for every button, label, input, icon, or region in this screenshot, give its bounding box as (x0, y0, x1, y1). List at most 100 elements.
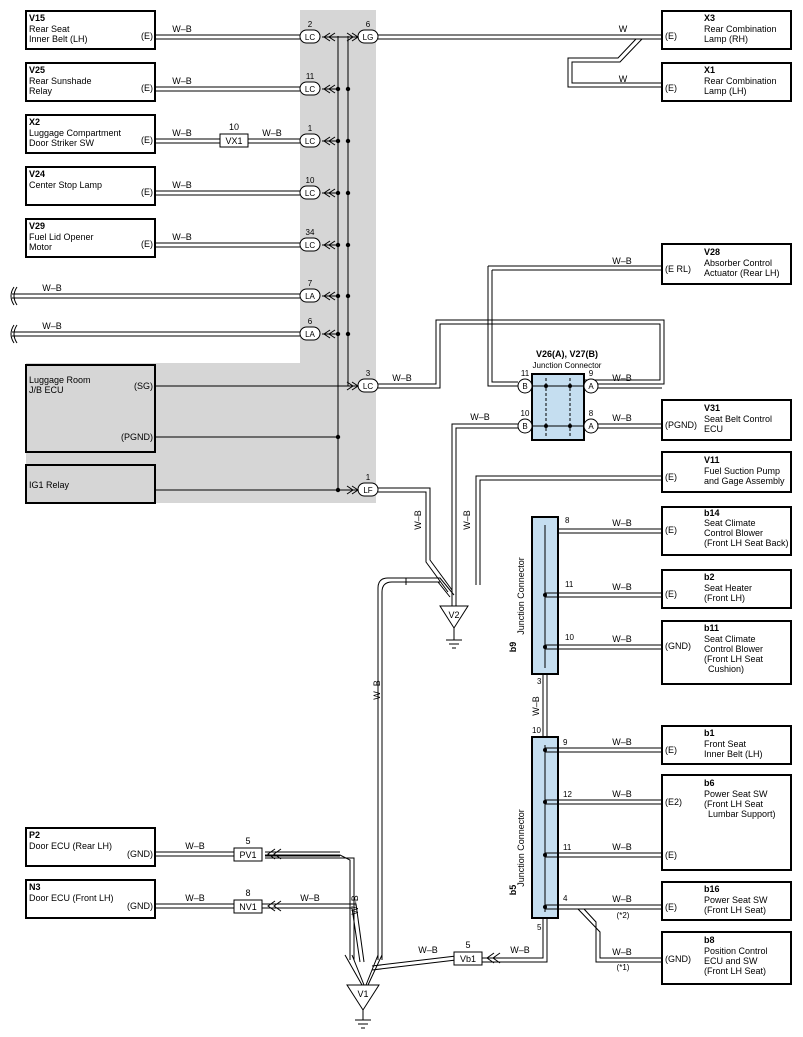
pin-label: (E) (141, 83, 153, 93)
right-top-wires (378, 34, 665, 593)
svg-text:10: 10 (521, 409, 530, 418)
svg-text:(E RL): (E RL) (665, 264, 691, 274)
bus-junction-dots (335, 86, 351, 493)
svg-text:X3: X3 (704, 13, 715, 23)
svg-text:VX1: VX1 (225, 136, 242, 146)
svg-text:8: 8 (565, 516, 570, 525)
inline-connector-pv1: PV1 5 (233, 836, 263, 862)
svg-text:Front Seat: Front Seat (704, 739, 747, 749)
svg-text:Lamp (RH): Lamp (RH) (704, 34, 748, 44)
svg-text:Lumbar Support): Lumbar Support) (708, 809, 776, 819)
svg-text:11: 11 (521, 369, 530, 378)
pin-label: (E) (141, 31, 153, 41)
svg-text:Junction Connector: Junction Connector (533, 361, 602, 370)
component-x1: X1 Rear Combination Lamp (LH) (E) (661, 62, 792, 102)
svg-text:Actuator (Rear LH): Actuator (Rear LH) (704, 268, 780, 278)
svg-text:8: 8 (589, 409, 594, 418)
svg-text:Seat Climate: Seat Climate (704, 634, 756, 644)
svg-text:11: 11 (565, 580, 574, 589)
connector-label: LA (305, 292, 315, 301)
junction-connector-v26-v27: V26(A), V27(B) Junction Connector B B A … (517, 349, 602, 441)
svg-text:V11: V11 (704, 455, 720, 465)
connector-pin: 2 (308, 20, 313, 29)
component-v11: V11 Fuel Suction Pump and Gage Assembly … (661, 451, 792, 493)
svg-text:10: 10 (532, 726, 541, 735)
svg-text:Power Seat SW: Power Seat SW (704, 895, 768, 905)
wire-label: W–B (42, 283, 62, 293)
connector-label: LA (305, 330, 315, 339)
component-n3: N3 Door ECU (Front LH) (GND) (25, 879, 156, 919)
connector-label: LC (305, 137, 315, 146)
pin-label: (E) (141, 187, 153, 197)
component-v31: V31 Seat Belt Control ECU (PGND) (661, 399, 792, 441)
wire-label: W–B (470, 412, 490, 422)
svg-text:(GND): (GND) (127, 849, 153, 859)
wire-label: W–B (372, 680, 382, 700)
component-v15: V15 Rear Seat Inner Belt (LH) (E) (25, 10, 156, 50)
component-name: Door Striker SW (29, 138, 95, 148)
note-label: (*2) (617, 911, 630, 920)
wire-label: W–B (172, 128, 192, 138)
svg-text:Rear Combination: Rear Combination (704, 24, 777, 34)
wire-label: W–B (172, 180, 192, 190)
svg-text:Luggage Room: Luggage Room (29, 375, 91, 385)
svg-text:(GND): (GND) (127, 901, 153, 911)
svg-text:9: 9 (563, 738, 568, 747)
component-x2: X2 Luggage Compartment Door Striker SW (… (25, 114, 156, 154)
svg-text:PV1: PV1 (239, 850, 256, 860)
pin-label: (E) (141, 239, 153, 249)
bottom-left-wires (155, 848, 501, 964)
connector-pin: 7 (308, 279, 313, 288)
component-name: Motor (29, 242, 52, 252)
svg-text:b9: b9 (508, 642, 518, 653)
wire-label: W–B (612, 518, 632, 528)
svg-text:and Gage Assembly: and Gage Assembly (704, 476, 785, 486)
wire-label: W–B (413, 510, 423, 530)
svg-text:5: 5 (465, 940, 470, 950)
wire-label: W–B (612, 737, 632, 747)
note-label: (*1) (617, 963, 630, 972)
svg-text:Fuel Suction Pump: Fuel Suction Pump (704, 466, 780, 476)
wire-label: W–B (510, 945, 530, 955)
svg-text:b5: b5 (508, 885, 518, 896)
component-name: Center Stop Lamp (29, 180, 102, 190)
svg-text:b6: b6 (704, 778, 715, 788)
component-v25: V25 Rear Sunshade Relay (E) (25, 62, 156, 102)
svg-text:(Front LH): (Front LH) (704, 593, 745, 603)
left-wires (10, 34, 358, 491)
connector-label: LF (363, 486, 372, 495)
connector-label: LC (305, 241, 315, 250)
connector-pin: 3 (366, 369, 371, 378)
svg-text:(E): (E) (665, 83, 677, 93)
wire-label: W–B (612, 789, 632, 799)
svg-text:J/B ECU: J/B ECU (29, 385, 64, 395)
svg-text:8: 8 (245, 888, 250, 898)
svg-text:Vb1: Vb1 (460, 954, 476, 964)
ig1-relay: IG1 Relay (25, 464, 156, 504)
component-name: Rear Sunshade (29, 76, 92, 86)
svg-text:Position Control: Position Control (704, 946, 768, 956)
svg-text:(E): (E) (665, 472, 677, 482)
component-p2: P2 Door ECU (Rear LH) (GND) (25, 827, 156, 867)
svg-text:B: B (522, 382, 527, 391)
svg-text:(Front LH Seat): (Front LH Seat) (704, 966, 766, 976)
wire-label: W–B (612, 842, 632, 852)
svg-text:b16: b16 (704, 884, 720, 894)
svg-text:A: A (588, 422, 594, 431)
wire-label: W–B (185, 893, 205, 903)
component-v24: V24 Center Stop Lamp (E) (25, 166, 156, 206)
connector-label: LC (363, 382, 373, 391)
wire-label: W–B (350, 895, 360, 915)
connector-arrows (323, 32, 359, 495)
component-v29: V29 Fuel Lid Opener Motor (E) (25, 218, 156, 258)
svg-text:X1: X1 (704, 65, 715, 75)
wire-label: W–B (172, 232, 192, 242)
svg-text:Control Blower: Control Blower (704, 644, 763, 654)
wire-label: W–B (418, 945, 438, 955)
svg-text:Absorber Control: Absorber Control (704, 258, 772, 268)
wire-label: W–B (392, 373, 412, 383)
svg-text:V2: V2 (448, 610, 459, 620)
wire-label: W–B (612, 582, 632, 592)
svg-text:(E): (E) (665, 745, 677, 755)
svg-text:(SG): (SG) (134, 381, 153, 391)
